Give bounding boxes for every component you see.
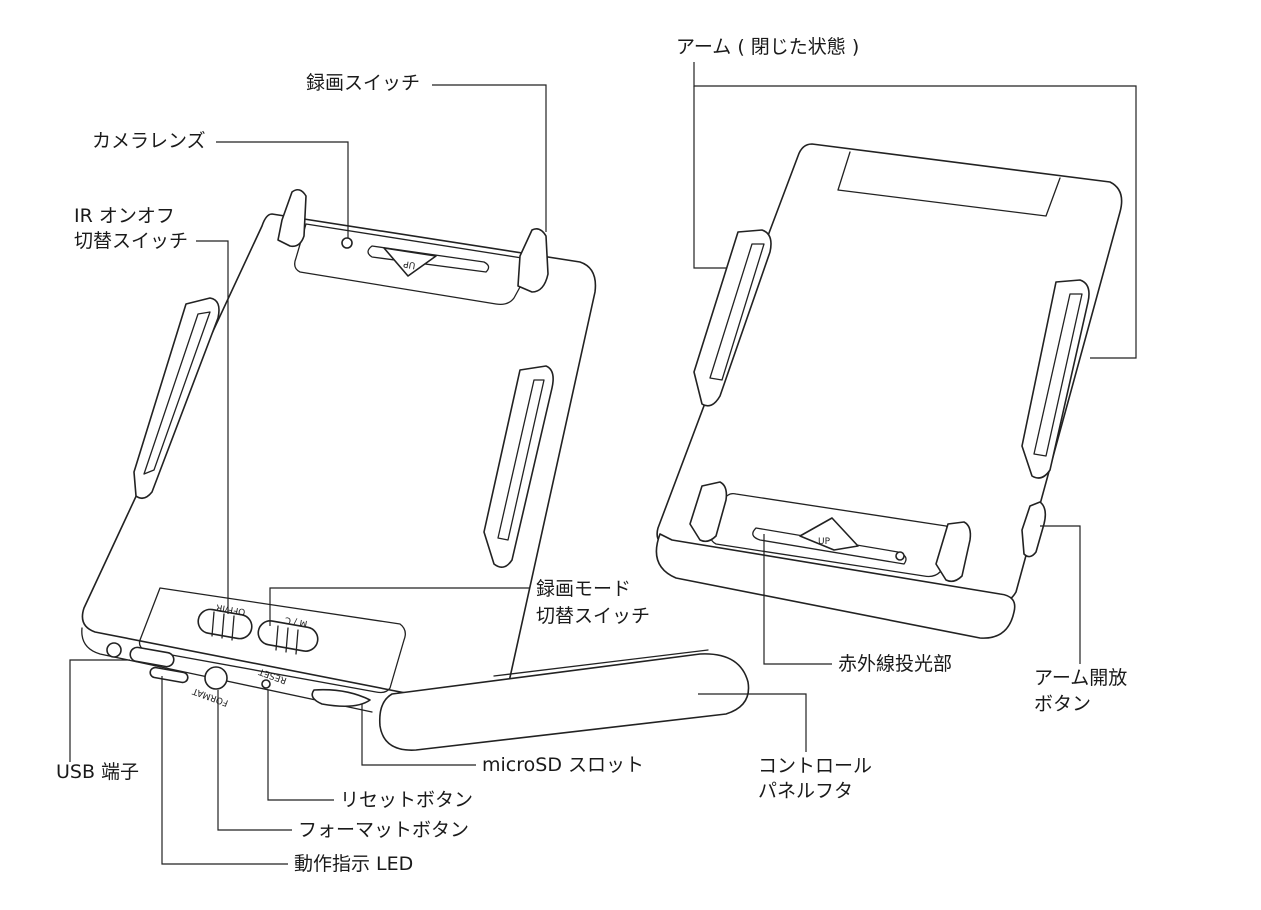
label-record-mode-1: 録画モード: [536, 578, 631, 600]
microsd-slot: [311, 688, 371, 708]
reset-button: [261, 679, 271, 689]
leader-usb: [69, 659, 130, 762]
ir-emitter-dot-icon: [895, 551, 905, 561]
left-tab-left: [277, 188, 307, 248]
left-up-slot: [367, 245, 490, 273]
ir-switch: [197, 608, 253, 640]
ir-switch-ridge: [221, 613, 225, 639]
leader-arm-closed: [693, 62, 1137, 359]
left-tab-right: [517, 228, 549, 293]
format-button: [204, 666, 228, 690]
leader-reset: [267, 690, 334, 801]
label-status-led: 動作指示 LED: [294, 853, 413, 875]
left-bottom-edge: [81, 627, 373, 713]
right-tab-left: [689, 481, 728, 543]
left-up-mark: UP: [402, 258, 416, 270]
left-arm-left-inner: [143, 311, 211, 475]
arm-release-button: [1021, 501, 1047, 558]
mode-switch-ridge: [285, 627, 289, 653]
control-panel-recess: [138, 587, 406, 694]
ir-switch-ridge: [231, 615, 235, 641]
control-panel-cover-edge: [493, 649, 709, 677]
leader-control-cover: [698, 693, 807, 752]
leader-ir-emitter: [763, 534, 832, 665]
right-tab-right: [935, 521, 972, 583]
leader-record-switch: [432, 84, 547, 232]
leader-arm-release: [1040, 525, 1081, 664]
right-up-mark: UP: [818, 537, 831, 547]
right-device: UP: [655, 143, 1123, 639]
leader-camera-lens: [216, 141, 349, 238]
left-arm-right-inner: [497, 379, 545, 541]
format-mark: FORMAT: [191, 685, 230, 707]
right-up-arrow: [799, 517, 859, 551]
label-ir-emitter: 赤外線投光部: [838, 653, 952, 675]
leader-format: [217, 690, 292, 831]
label-microsd: microSD スロット: [482, 754, 644, 776]
screw-icon: [106, 642, 122, 658]
leader-microsd: [361, 704, 476, 766]
right-top-notch: [837, 151, 1061, 217]
ir-switch-ridge: [211, 611, 215, 637]
label-camera-lens: カメラレンズ: [92, 130, 206, 152]
label-reset-button: リセットボタン: [340, 789, 473, 811]
label-usb-port: USB 端子: [56, 761, 139, 783]
label-control-cover-1: コントロール: [758, 755, 872, 777]
status-led: [149, 666, 189, 684]
left-up-arrow: [383, 247, 437, 277]
label-record-mode-2: 切替スイッチ: [536, 605, 650, 627]
left-device: UP OFF/IR M / C FORMAT RESET: [81, 188, 750, 751]
camera-lens-icon: [341, 237, 353, 249]
right-front-face: [655, 533, 1016, 639]
right-arm-left-inner: [709, 243, 765, 381]
label-format-button: フォーマットボタン: [298, 819, 469, 841]
label-arm-release-2: ボタン: [1034, 693, 1091, 715]
label-arm-release-1: アーム開放: [1034, 667, 1127, 689]
callout-labels: アーム ( 閉じた状態 ) 録画スイッチ カメラレンズ IR オンオフ 切替スイ…: [56, 36, 1127, 875]
mode-switch-ridge: [295, 629, 299, 655]
leader-arm-closed-left: [693, 86, 726, 269]
leader-record-mode: [269, 587, 530, 626]
label-arm-closed: アーム ( 閉じた状態 ): [676, 36, 859, 58]
right-arm-right-inner: [1033, 293, 1083, 457]
leader-led: [161, 676, 288, 865]
right-arm-left: [693, 229, 772, 407]
label-ir-switch-1: IR オンオフ: [74, 205, 175, 227]
right-arm-right: [1021, 279, 1090, 479]
leader-ir-switch: [196, 240, 229, 614]
label-control-cover-2: パネルフタ: [758, 780, 853, 802]
label-ir-switch-2: 切替スイッチ: [74, 230, 188, 252]
control-panel-cover: [378, 653, 750, 751]
usb-port: [129, 646, 175, 668]
label-record-switch: 録画スイッチ: [306, 72, 420, 94]
leader-lines: [69, 62, 1137, 865]
mode-switch-mark: M / C: [284, 614, 308, 628]
mode-switch-ridge: [275, 625, 279, 651]
